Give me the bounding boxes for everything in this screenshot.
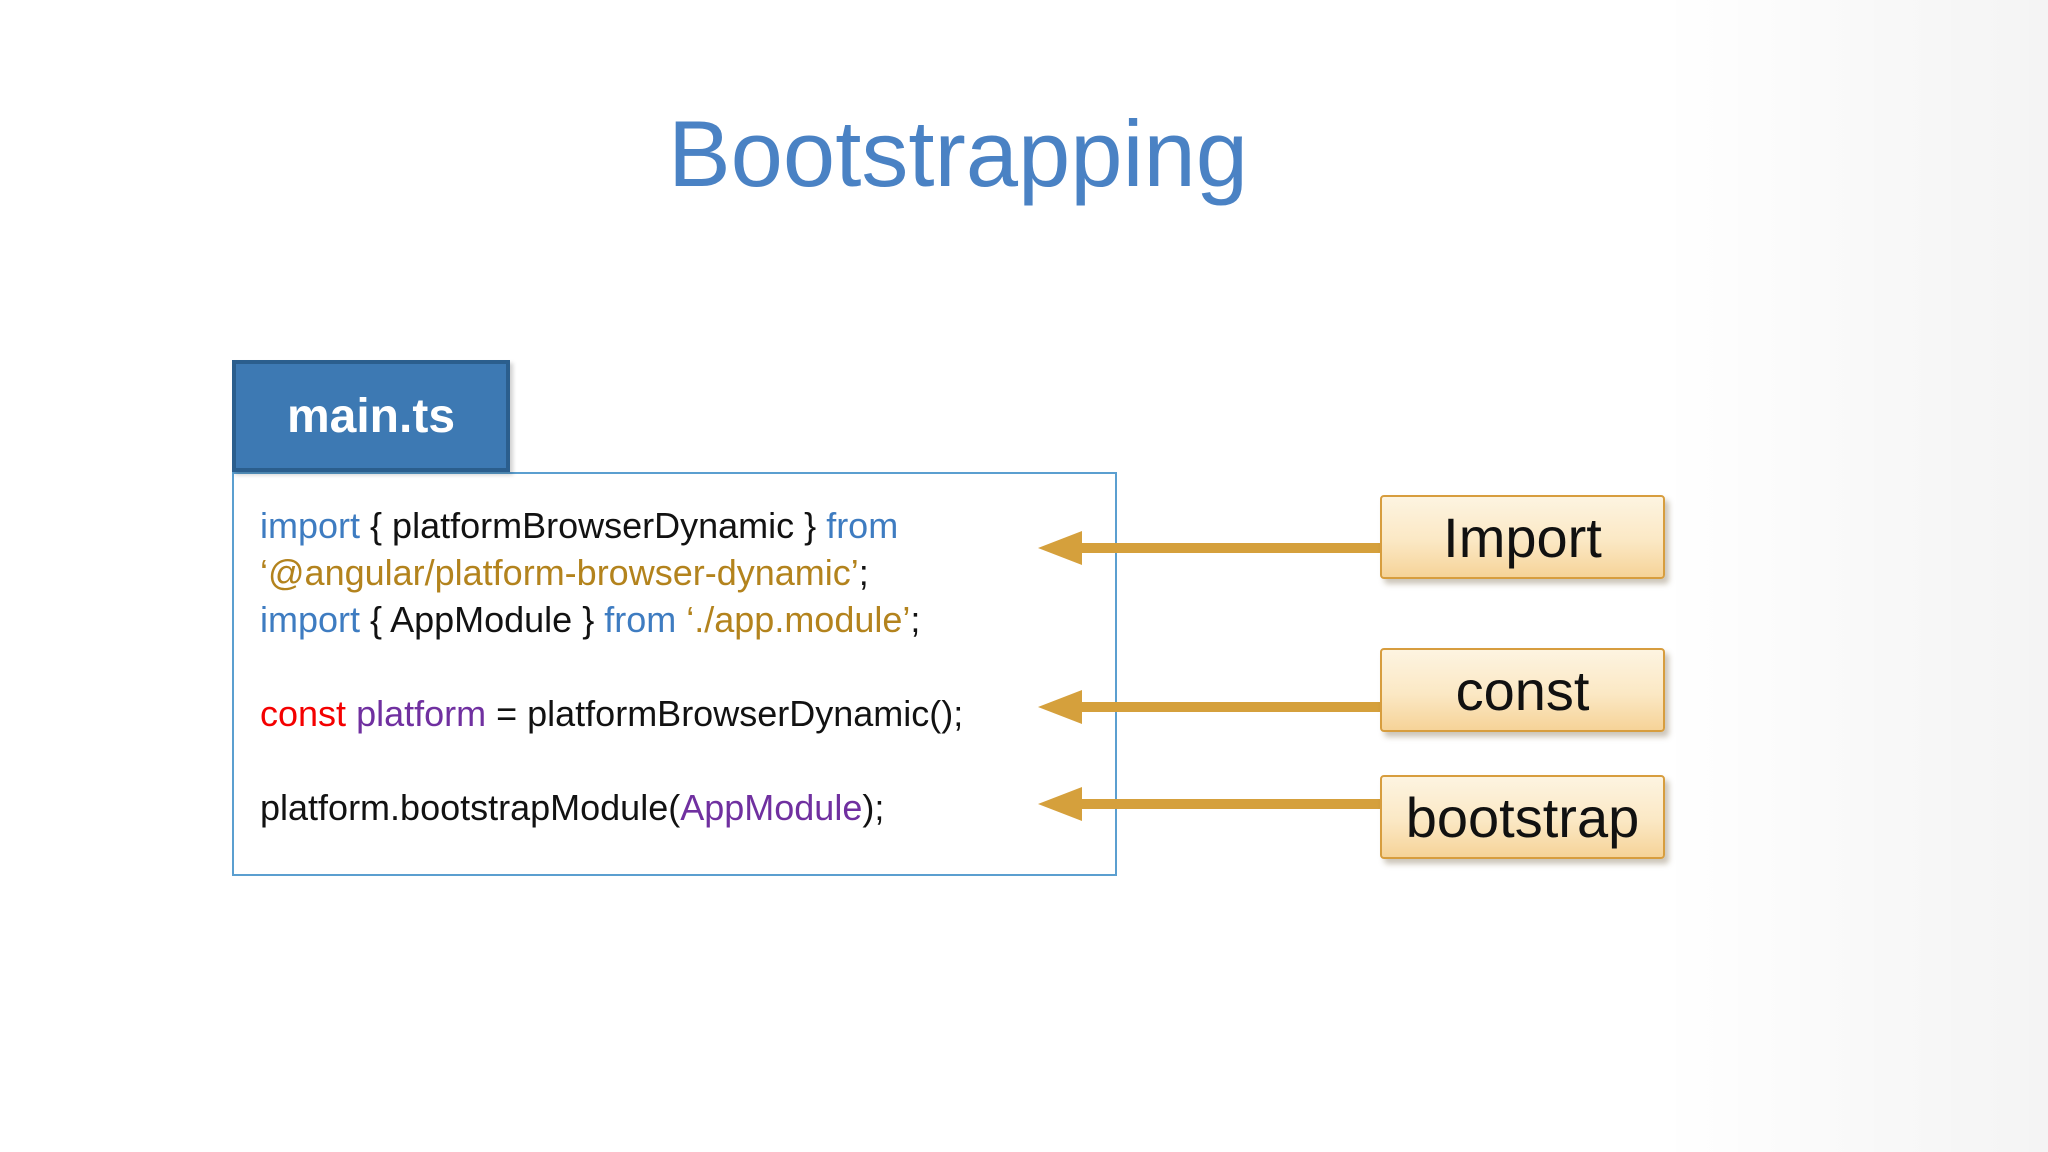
code-token-keyword: import (260, 599, 361, 640)
page-title: Bootstrapping (667, 101, 1249, 206)
file-tab: main.ts (232, 360, 510, 472)
code-token-plain (676, 599, 686, 640)
code-token-variable: platform (356, 693, 487, 734)
annotation-const: const (1380, 648, 1665, 732)
annotation-bootstrap: bootstrap (1380, 775, 1665, 859)
code-token-plain: = platformBrowserDynamic(); (486, 693, 964, 734)
bootstrap-arrow-icon (1038, 787, 1394, 821)
code-token-keyword: from (604, 599, 677, 640)
annotation-import-label: Import (1443, 505, 1602, 569)
code-token-plain: { platformBrowserDynamic } (360, 505, 827, 546)
code-line: platform.bootstrapModule(AppModule); (260, 784, 1120, 831)
code-line (260, 737, 1120, 784)
code-token-keyword: from (826, 505, 899, 546)
annotation-import: Import (1380, 495, 1665, 579)
code-token-variable: AppModule (680, 787, 863, 828)
code-block: import { platformBrowserDynamic } from‘@… (260, 502, 1120, 831)
code-token-keyword: import (260, 505, 361, 546)
code-token-plain: ); (862, 787, 885, 828)
code-box (232, 472, 1117, 876)
annotation-const-label: const (1455, 658, 1590, 722)
code-token-plain: ; (910, 599, 921, 640)
code-token-plain: ; (858, 552, 869, 593)
code-token-plain: { AppModule } (360, 599, 605, 640)
code-line: ‘@angular/platform-browser-dynamic’; (260, 549, 1120, 596)
file-tab-label: main.ts (286, 389, 456, 443)
const-arrow-icon (1038, 690, 1394, 724)
code-token-string: ‘@angular/platform-browser-dynamic’ (260, 552, 859, 593)
import-arrow-icon (1038, 531, 1394, 565)
code-token-const: const (260, 693, 347, 734)
annotation-bootstrap-label: bootstrap (1405, 785, 1640, 849)
code-line: const platform = platformBrowserDynamic(… (260, 690, 1120, 737)
code-token-string: ‘./app.module’ (686, 599, 911, 640)
code-line (260, 643, 1120, 690)
code-line: import { AppModule } from ‘./app.module’… (260, 596, 1120, 643)
code-token-plain: platform.bootstrapModule( (260, 787, 681, 828)
code-line: import { platformBrowserDynamic } from (260, 502, 1120, 549)
code-token-plain (346, 693, 356, 734)
